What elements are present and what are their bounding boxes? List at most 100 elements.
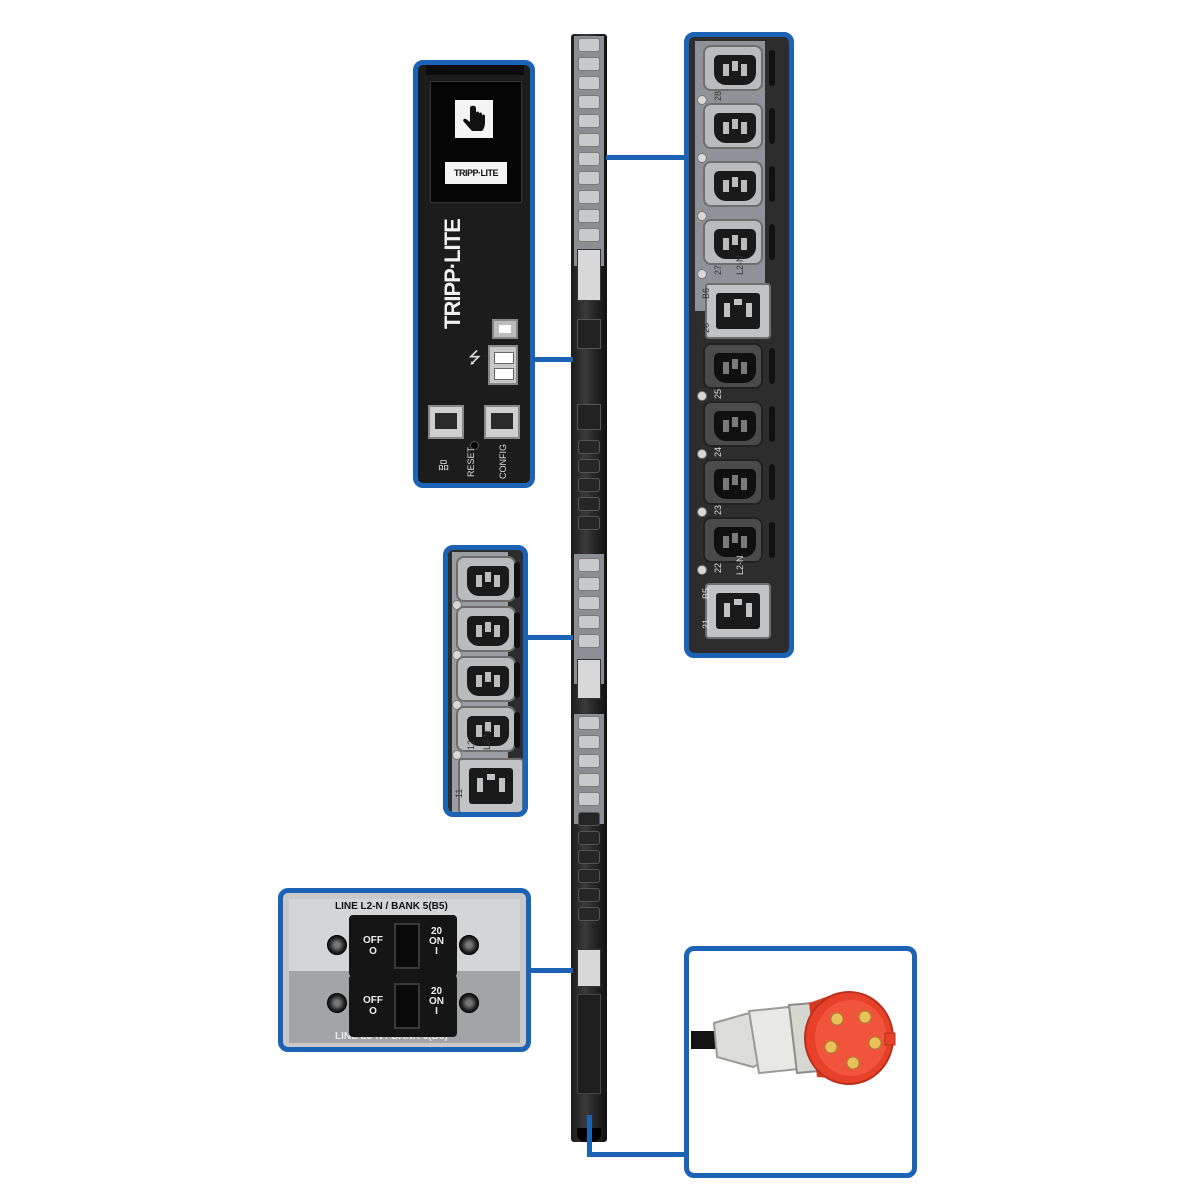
strip-outlet[interactable] bbox=[578, 133, 600, 147]
c13-outlet[interactable] bbox=[703, 103, 763, 149]
c13-outlet[interactable] bbox=[456, 556, 516, 602]
outlet-number-label: 27 bbox=[713, 264, 723, 275]
strip-outlet[interactable] bbox=[578, 171, 600, 185]
strip-outlet[interactable] bbox=[578, 516, 600, 530]
network-icon: 品 bbox=[438, 460, 449, 472]
c13-outlet[interactable] bbox=[703, 219, 763, 265]
outlet-ridge bbox=[769, 348, 775, 384]
strip-outlet[interactable] bbox=[578, 773, 600, 787]
outlet-ridge bbox=[514, 612, 520, 648]
usb-icon: ⭍ bbox=[468, 350, 482, 367]
strip-outlet[interactable] bbox=[578, 497, 600, 511]
c13-outlet[interactable] bbox=[703, 517, 763, 563]
strip-outlet[interactable] bbox=[578, 596, 600, 610]
strip-outlet[interactable] bbox=[578, 228, 600, 242]
vertical-logo: TRIPP·LITE bbox=[440, 219, 480, 337]
outlet-number-label: B6 bbox=[701, 287, 711, 299]
c13-outlet[interactable] bbox=[456, 606, 516, 652]
c19-outlet[interactable] bbox=[705, 583, 771, 639]
power-cord bbox=[691, 1031, 721, 1049]
controller-top-cap bbox=[426, 65, 524, 75]
outlet-ridge bbox=[769, 522, 775, 558]
reset-label: RESET bbox=[466, 446, 476, 477]
c13-outlet[interactable] bbox=[456, 706, 516, 752]
outlet-number-label: 21 bbox=[701, 618, 711, 629]
strip-outlet[interactable] bbox=[578, 478, 600, 492]
outlet-number-label: 23 bbox=[713, 504, 723, 515]
outlet-ridge bbox=[514, 662, 520, 698]
strip-outlet[interactable] bbox=[578, 907, 600, 921]
touch-display[interactable]: TRIPP·LITE bbox=[430, 81, 522, 203]
strip-outlet[interactable] bbox=[578, 190, 600, 204]
c13-outlet[interactable] bbox=[703, 459, 763, 505]
pdu-breaker-block-middle bbox=[577, 659, 601, 699]
strip-outlet[interactable] bbox=[578, 57, 600, 71]
strip-outlet[interactable] bbox=[578, 812, 600, 826]
strip-outlet[interactable] bbox=[578, 152, 600, 166]
strip-outlet[interactable] bbox=[578, 888, 600, 902]
status-led bbox=[697, 153, 707, 163]
usb-b-port[interactable] bbox=[492, 319, 518, 339]
strip-outlet[interactable] bbox=[578, 440, 600, 454]
strip-outlet[interactable] bbox=[578, 95, 600, 109]
strip-outlet[interactable] bbox=[578, 76, 600, 90]
outlet-ridge bbox=[514, 712, 520, 748]
c13-outlet[interactable] bbox=[703, 343, 763, 389]
reset-button[interactable] bbox=[470, 441, 479, 450]
breaker-top-label: LINE L2-N / BANK 5(B5) bbox=[335, 901, 448, 912]
network-port[interactable] bbox=[428, 405, 464, 439]
c19-outlet[interactable] bbox=[458, 758, 523, 812]
outlet-number-label: 12 bbox=[466, 739, 476, 750]
strip-outlet[interactable] bbox=[578, 735, 600, 749]
outlet-ridge bbox=[769, 50, 775, 86]
outlet-ridge bbox=[769, 224, 775, 260]
pdu-breaker-block-bottom bbox=[577, 949, 601, 987]
c13-outlet[interactable] bbox=[703, 161, 763, 207]
pdu-outlet-section-lower bbox=[574, 714, 604, 824]
strip-outlet[interactable] bbox=[578, 577, 600, 591]
c19-outlet[interactable] bbox=[705, 283, 771, 339]
pdu-label-plate bbox=[577, 994, 601, 1094]
status-led bbox=[697, 269, 707, 279]
breaker-rocker[interactable] bbox=[394, 983, 420, 1029]
strip-outlet[interactable] bbox=[578, 716, 600, 730]
outlet-number-label: L3-N bbox=[482, 730, 492, 750]
c13-outlet[interactable] bbox=[703, 401, 763, 447]
screw-icon bbox=[459, 993, 479, 1013]
c13-outlet[interactable] bbox=[703, 45, 763, 91]
status-led bbox=[697, 95, 707, 105]
connector-plug-vertical bbox=[587, 1115, 592, 1155]
config-port[interactable] bbox=[484, 405, 520, 439]
strip-outlet[interactable] bbox=[578, 754, 600, 768]
strip-outlet[interactable] bbox=[578, 38, 600, 52]
strip-outlet[interactable] bbox=[578, 615, 600, 629]
connector-controller bbox=[533, 357, 573, 362]
strip-outlet[interactable] bbox=[578, 850, 600, 864]
strip-outlet[interactable] bbox=[578, 558, 600, 572]
usb-a-ports[interactable] bbox=[488, 345, 518, 385]
strip-outlet[interactable] bbox=[578, 209, 600, 223]
outlet-number-label: 24 bbox=[713, 446, 723, 457]
strip-outlet[interactable] bbox=[578, 869, 600, 883]
outlet-ridge bbox=[769, 166, 775, 202]
strip-outlet[interactable] bbox=[578, 792, 600, 806]
display-logo: TRIPP·LITE bbox=[445, 162, 507, 184]
connector-plug-horizontal bbox=[587, 1152, 689, 1157]
strip-outlet[interactable] bbox=[578, 831, 600, 845]
breaker-rocker[interactable] bbox=[394, 923, 420, 969]
breaker-callout: LINE L2-N / BANK 5(B5) LINE L3-N / BANK … bbox=[278, 888, 531, 1052]
outlet-number-label: 28 bbox=[713, 90, 723, 101]
strip-outlet[interactable] bbox=[578, 114, 600, 128]
c13-outlet[interactable] bbox=[456, 656, 516, 702]
screw-icon bbox=[327, 935, 347, 955]
strip-outlet[interactable] bbox=[578, 459, 600, 473]
pdu-outlet-section-top bbox=[574, 36, 604, 266]
outlet-number-label: 26 bbox=[701, 322, 711, 333]
strip-outlet[interactable] bbox=[578, 634, 600, 648]
